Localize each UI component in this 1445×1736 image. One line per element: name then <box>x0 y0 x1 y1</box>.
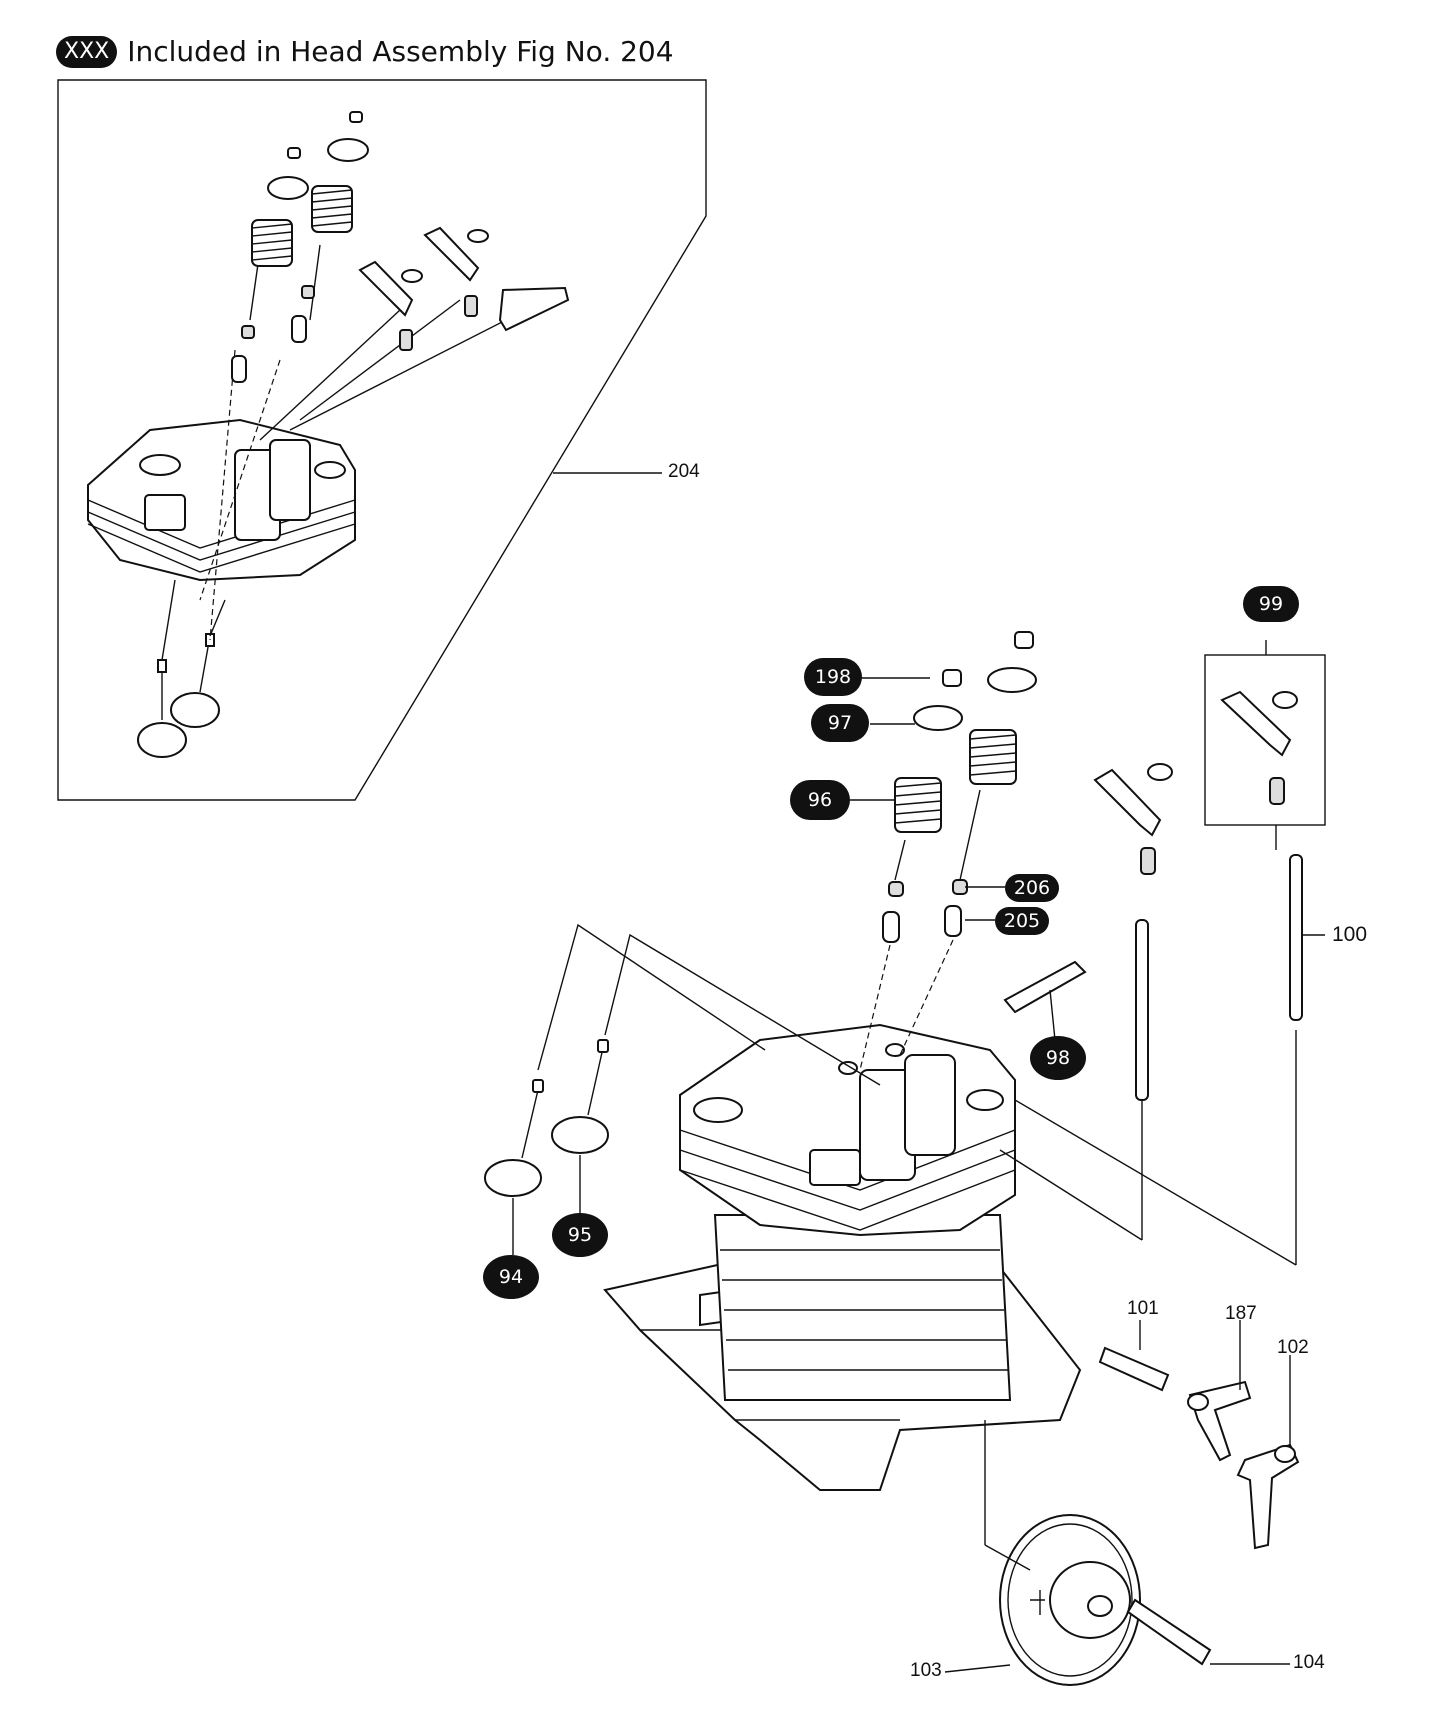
legend-text: Included in Head Assembly Fig No. 204 <box>127 35 674 68</box>
legend: XXX Included in Head Assembly Fig No. 20… <box>56 36 674 68</box>
part-label-101: 101 <box>1127 1298 1159 1319</box>
part-label-100: 100 <box>1332 923 1368 946</box>
part-badge-99: 99 <box>1243 586 1299 622</box>
part-badge-94: 94 <box>483 1255 539 1299</box>
part-badge-96: 96 <box>790 780 850 820</box>
part-label-103: 103 <box>910 1660 942 1681</box>
part-badge-98: 98 <box>1030 1036 1086 1080</box>
part-99-box <box>1204 654 1326 826</box>
part-badge-97: 97 <box>811 704 869 742</box>
part-badge-206: 206 <box>1005 874 1059 902</box>
legend-badge: XXX <box>56 36 118 68</box>
inset-head-assembly-drawing <box>87 111 570 758</box>
part-badge-198: 198 <box>804 658 862 696</box>
main-engine-drawing <box>484 631 1326 1686</box>
part-badge-95: 95 <box>552 1213 608 1257</box>
head-assembly-inset-frame <box>57 79 707 801</box>
part-label-187: 187 <box>1225 1303 1257 1324</box>
part-badge-205: 205 <box>995 907 1049 935</box>
cam-gear <box>999 1514 1141 1686</box>
part-label-104: 104 <box>1293 1652 1325 1673</box>
part-label-204: 204 <box>668 461 700 482</box>
part-label-102: 102 <box>1277 1337 1309 1358</box>
